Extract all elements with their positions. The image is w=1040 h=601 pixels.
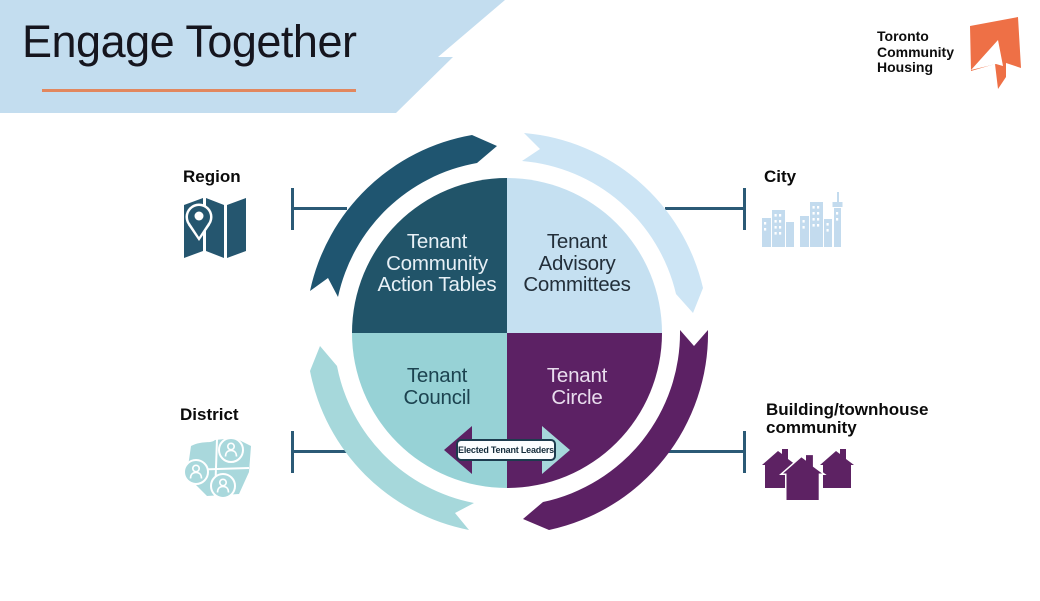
quadrant-label-tenant-circle: Tenant Circle xyxy=(546,364,608,409)
connector-district-line xyxy=(293,450,347,453)
connector-city-tick xyxy=(743,188,746,230)
label-region: Region xyxy=(183,167,241,186)
elected-tenant-leaders-badge: Elected Tenant Leaders xyxy=(456,439,556,461)
page-title: Engage Together xyxy=(22,16,357,67)
connector-building-tick xyxy=(743,431,746,473)
label-district: District xyxy=(180,405,239,424)
quadrant-label-tenant-advisory-committees: Tenant Advisory Committees xyxy=(523,230,631,296)
label-city: City xyxy=(764,167,797,186)
logo-text: Toronto Community Housing xyxy=(877,28,954,75)
quadrant-label-tenant-community-action-tables: Tenant Community Action Tables xyxy=(377,230,497,296)
district-map-icon xyxy=(183,437,251,498)
arc-arrow-top-left xyxy=(310,135,497,297)
arc-arrow-bottom-left xyxy=(310,346,474,530)
arc-arrow-bottom-right xyxy=(523,330,709,530)
connector-building-line xyxy=(665,450,745,453)
tch-logo-icon xyxy=(970,17,1021,89)
connector-city-line xyxy=(665,207,745,210)
arc-arrow-top-right xyxy=(522,133,703,313)
connector-region-line xyxy=(293,207,347,210)
connector-region-tick xyxy=(291,188,294,230)
label-building-townhouse-community: Building/townhouse community xyxy=(766,400,929,437)
quadrant-label-tenant-council: Tenant Council xyxy=(403,364,471,409)
houses-icon xyxy=(762,449,854,502)
city-skyline-icon xyxy=(762,192,843,247)
region-map-icon xyxy=(184,198,246,258)
quadrant-tenant-community-action-tables xyxy=(352,178,507,333)
connector-district-tick xyxy=(291,431,294,473)
title-underline xyxy=(42,89,356,92)
quadrant-tenant-advisory-committees xyxy=(507,178,662,333)
